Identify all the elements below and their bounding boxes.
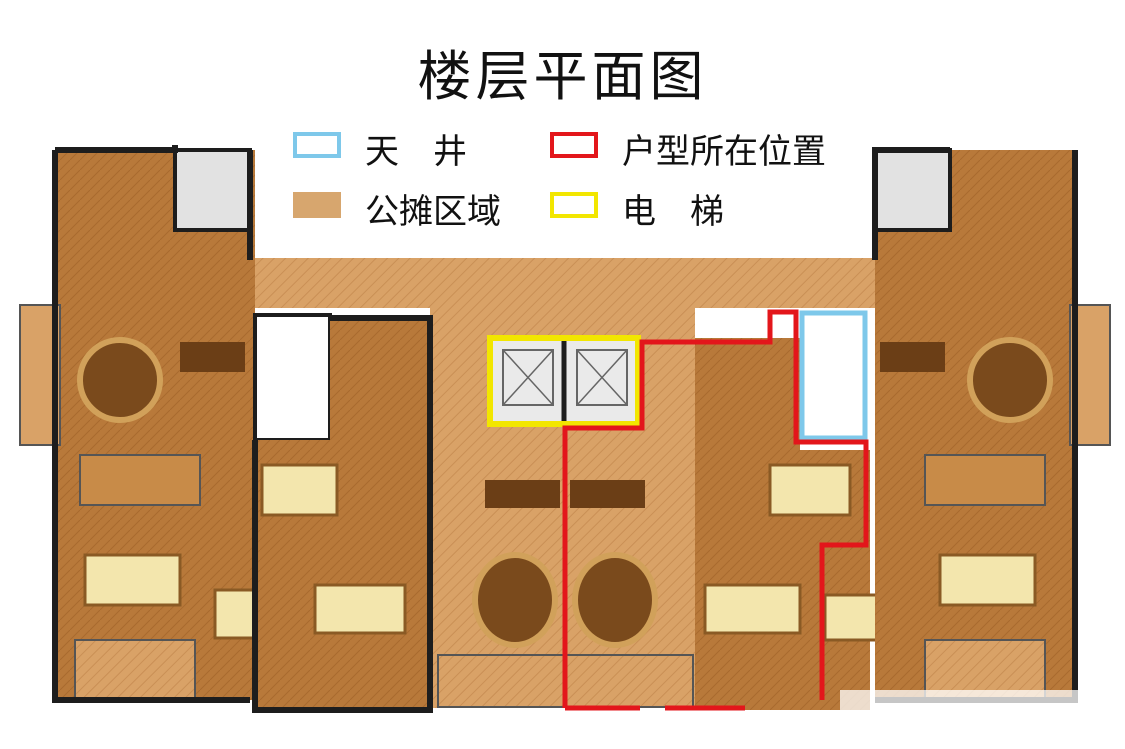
shared-corridor (250, 258, 875, 308)
legend-swatch-elevator (550, 192, 598, 218)
left-inner-unit (252, 313, 433, 713)
legend-item-unit-location: 户型所在位置 (550, 128, 850, 172)
legend-swatch-skylight (293, 132, 341, 158)
legend-item-skylight: 天 井 (293, 128, 523, 172)
legend-swatch-shared-area (293, 192, 341, 218)
bottom-right-fade (840, 690, 1125, 749)
skylight-well (799, 310, 868, 441)
legend-label-elevator: 电 梯 (622, 192, 724, 232)
legend-item-shared-area: 公摊区域 (293, 188, 523, 232)
legend-label-unit-location: 户型所在位置 (622, 132, 826, 172)
legend-item-elevator: 电 梯 (550, 188, 850, 232)
legend-label-skylight: 天 井 (365, 132, 467, 172)
left-outer-unit (19, 145, 297, 703)
legend-label-shared-area: 公摊区域 (365, 192, 501, 232)
page-title: 楼层平面图 (417, 45, 708, 108)
lobby-furniture (437, 480, 694, 708)
legend-swatch-unit-location (550, 132, 598, 158)
right-outer-unit (872, 147, 1111, 703)
elevator-shaft (487, 335, 641, 427)
unit-location-outline (562, 309, 869, 711)
